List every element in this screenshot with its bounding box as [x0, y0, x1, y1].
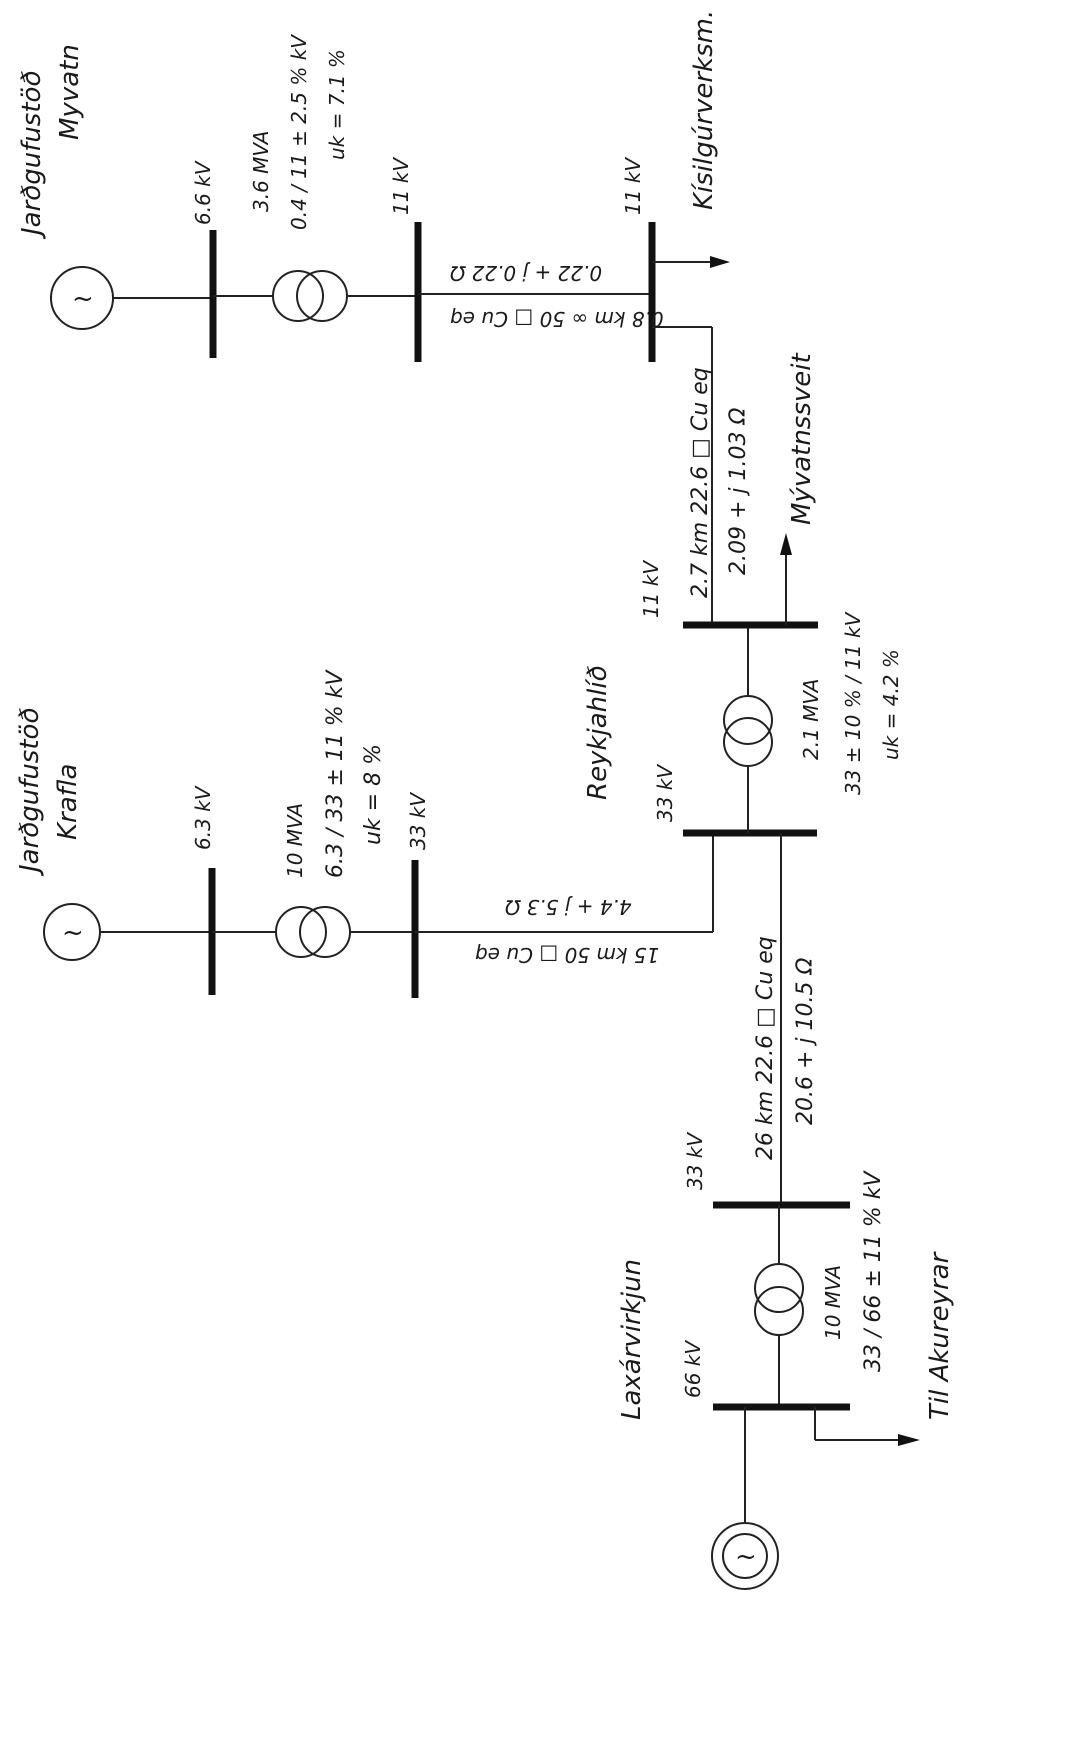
kralla-station-name: Krafla: [53, 764, 83, 840]
kralla-gen-voltage: 6.3 kV: [191, 785, 215, 850]
myvatn-station-title: Jarðgufustöð: [17, 71, 47, 240]
lax-transformer-icon: [754, 1263, 804, 1336]
lax-generator-icon: [711, 1522, 779, 1590]
reykjahlid-tr-rating: 2.1 MVA: [799, 679, 823, 760]
reykjahlid-line-length: 2.7 km 22.6 □ Cu eq: [688, 367, 713, 598]
lax-station-name: Laxárvirkjun: [617, 1259, 647, 1420]
kisil-11kv-label: 11 kV: [621, 157, 645, 215]
lax-generator-symbol: ~: [735, 1542, 757, 1572]
myvatn-line-impedance: 0.22 + j 0.22 Ω: [449, 261, 602, 285]
lax-66kv-label: 66 kV: [681, 1340, 705, 1398]
laxarvirkjun-branch: ~: [711, 1201, 920, 1590]
myvatn-tr-uk: uk = 7.1 %: [325, 49, 349, 160]
akureyri-load-label: Til Akureyrar: [925, 1250, 955, 1420]
reykjahlid-station-name: Reykjahlíð: [583, 665, 613, 800]
myvatn-station-name: Myvatn: [55, 44, 85, 140]
myvatn-tr-ratio: 0.4 / 11 ± 2.5 % kV: [287, 34, 311, 230]
kralla-line-impedance: 4.4 + j 5.3 Ω: [504, 895, 631, 919]
reykjahlid-11kv-label: 11 kV: [639, 560, 663, 618]
lax-line-impedance: 20.6 + j 10.5 Ω: [793, 958, 818, 1125]
reykjahlid-tr-ratio: 33 ± 10 % / 11 kV: [841, 611, 865, 795]
lax-tr-rating: 10 MVA: [821, 1265, 845, 1340]
myvatn-tr-rating: 3.6 MVA: [249, 131, 273, 212]
kralla-station-title: Jarðgufustöð: [15, 708, 45, 877]
kralla-transformer-icon: [275, 906, 351, 958]
myvatn-11kv-label: 11 kV: [389, 157, 413, 215]
myvatn-gen-voltage: 6.6 kV: [191, 160, 215, 225]
kisil-load-arrow-icon: [710, 256, 730, 268]
akureyri-load-arrow-icon: [898, 1434, 920, 1446]
reykjahlid-transformer-icon: [723, 695, 773, 767]
reykjahlid-substation: [683, 533, 818, 1205]
reykjahlid-tr-uk: uk = 4.2 %: [879, 649, 903, 760]
lax-tr-ratio: 33 / 66 ± 11 % kV: [861, 1170, 886, 1372]
myvatn-line-length: 0.8 km ∞ 50 □ Cu eq: [450, 307, 664, 331]
reykjahlid-33kv-label: 33 kV: [653, 764, 677, 822]
kralla-tr-rating: 10 MVA: [283, 803, 307, 878]
kralla-33kv-label: 33 kV: [406, 792, 430, 850]
myvatn-generator-symbol: ~: [72, 284, 94, 314]
myvatn-transformer-icon: [272, 270, 348, 322]
myvatn-branch: ~: [50, 222, 730, 622]
myvatnssveit-load-label: Mývatnssveit: [787, 352, 817, 525]
reykjahlid-line-impedance: 2.09 + j 1.03 Ω: [726, 408, 751, 575]
kralla-tr-ratio: 6.3 / 33 ± 11 % kV: [323, 669, 348, 878]
kralla-branch: ~: [43, 836, 714, 998]
kralla-generator-symbol: ~: [62, 918, 84, 948]
kisil-load-label: Kísilgúrverksm.: [689, 10, 719, 210]
myvatnssveit-load-arrow-icon: [780, 533, 792, 555]
lax-33kv-label: 33 kV: [683, 1132, 707, 1190]
kralla-line-length: 15 km 50 □ Cu eq: [475, 943, 659, 967]
kralla-tr-uk: uk = 8 %: [361, 744, 386, 845]
lax-line-length: 26 km 22.6 □ Cu eq: [753, 936, 778, 1160]
